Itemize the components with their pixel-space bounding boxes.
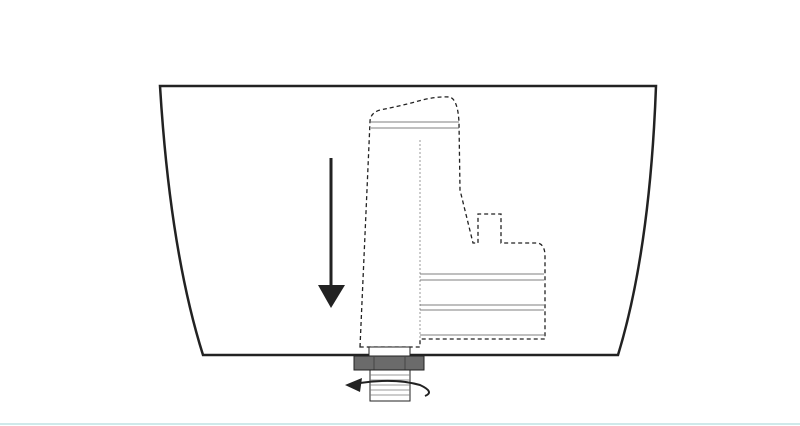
basin-outline (158, 84, 658, 357)
lock-nut (353, 355, 425, 371)
fitting-collar (368, 346, 411, 357)
down-arrow-icon (318, 158, 345, 308)
threaded-stem (369, 369, 411, 402)
rotation-arrow-icon (345, 378, 430, 397)
device-detail-lines (371, 121, 544, 336)
device-dashed-outline (359, 96, 546, 348)
